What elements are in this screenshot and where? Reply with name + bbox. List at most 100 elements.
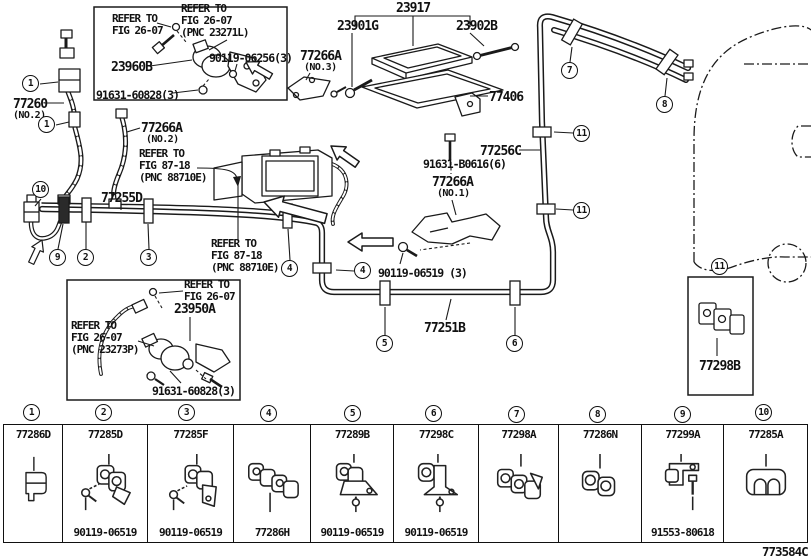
legend-part-label: 77289B bbox=[334, 428, 370, 441]
part-label-77255D: 77255D bbox=[101, 191, 143, 206]
assembly-dashed-lines bbox=[154, 30, 471, 380]
callout-6: 6 bbox=[506, 335, 523, 352]
legend-cell-10: 77285A bbox=[724, 425, 807, 542]
refer-note-fig2607-pnc23273P: REFER TO FIG 26-07 (PNC 23273P) bbox=[71, 319, 139, 356]
leader-lines bbox=[34, 15, 718, 384]
callout-4: 4 bbox=[354, 262, 371, 279]
refer-line: REFER TO bbox=[211, 237, 257, 250]
legend-fastener-label: 90119-06519 bbox=[159, 526, 223, 539]
part-label-23901G: 23901G bbox=[337, 19, 379, 34]
legend-callout-3: 3 bbox=[178, 404, 195, 421]
legend-cell-1: 77286D bbox=[4, 425, 63, 542]
legend-fastener-label: 90119-06519 bbox=[320, 526, 385, 539]
part-label-23917: 23917 bbox=[396, 1, 431, 16]
part-label-77266A-no3: 77266A bbox=[300, 49, 342, 64]
refer-line: FIG 26-07 bbox=[181, 14, 233, 27]
component-shapes bbox=[23, 22, 745, 389]
legend-cell-8: 77286N bbox=[559, 425, 642, 542]
refer-line: FIG 26-07 bbox=[71, 331, 123, 344]
legend-callout-9: 9 bbox=[674, 406, 691, 423]
part-label-77298B: 77298B bbox=[699, 359, 741, 374]
refer-line: FIG 26-07 bbox=[184, 290, 236, 303]
refer-line: FIG 87-18 bbox=[211, 249, 263, 262]
inset-boxes bbox=[66, 6, 754, 401]
part-label-77251B: 77251B bbox=[424, 321, 466, 336]
legend-cell-5: 77289B 90119-06519 bbox=[311, 425, 394, 542]
legend-part-label: 77286D bbox=[15, 428, 51, 441]
direction-arrows bbox=[28, 60, 394, 265]
legend-callout-6: 6 bbox=[425, 405, 442, 422]
part-label-77266A-no2: 77266A bbox=[141, 121, 183, 136]
legend-part-label: 77286H bbox=[254, 526, 290, 539]
part-label-91631-B0616: 91631-B0616(6) bbox=[423, 157, 507, 171]
part-label-77406: 77406 bbox=[489, 90, 524, 105]
legend-cell-2: 77285D 90119-06519 bbox=[63, 425, 148, 542]
legend-cell-3: 77285F 90119-06519 bbox=[148, 425, 234, 542]
refer-note-fig2607-pnc23271L: REFER TO FIG 26-07 (PNC 23271L) bbox=[181, 2, 249, 39]
refer-note-fig8718: REFER TO FIG 87-18 (PNC 88710E) bbox=[211, 237, 279, 274]
clamp-foot-bracket-glyph bbox=[417, 453, 459, 512]
double-clamp-glyph bbox=[581, 453, 616, 496]
legend-part-label: 77298A bbox=[501, 428, 536, 441]
legend-cell-7: 77298A bbox=[479, 425, 559, 542]
refer-note-fig8718: REFER TO FIG 87-18 (PNC 88710E) bbox=[139, 147, 207, 184]
part-note-no1: (NO.1) bbox=[437, 188, 470, 199]
part-label-77266A-no1: 77266A bbox=[432, 175, 474, 190]
triple-clamp-glyph bbox=[496, 453, 543, 499]
legend-callout-1: 1 bbox=[23, 404, 40, 421]
part-label-91631-60828: 91631-60828(3) bbox=[152, 384, 236, 398]
clip-glyph bbox=[25, 456, 47, 501]
dual-tube-clip-glyph bbox=[745, 453, 786, 495]
legend-part-label: 77285D bbox=[87, 428, 123, 441]
callout-4: 4 bbox=[281, 260, 298, 277]
clamp-bracket-with-screw-glyph bbox=[168, 453, 217, 510]
refer-line: REFER TO bbox=[184, 278, 230, 291]
callout-7: 7 bbox=[561, 62, 578, 79]
callout-8: 8 bbox=[656, 96, 673, 113]
legend-callout-10: 10 bbox=[755, 404, 772, 421]
part-label-90119-06519: 90119-06519 (3) bbox=[378, 266, 468, 280]
callout-1: 1 bbox=[38, 116, 55, 133]
clamp-with-screw-glyph bbox=[81, 453, 131, 510]
legend-part-label: 77285A bbox=[748, 428, 783, 441]
legend-callout-2: 2 bbox=[95, 404, 112, 421]
clamp-foot-bracket-glyph bbox=[335, 453, 378, 512]
refer-line: REFER TO bbox=[181, 2, 227, 15]
legend-cell-4: 77286H bbox=[234, 425, 311, 542]
drawing-number: 773584C bbox=[762, 544, 809, 559]
multi-clamp-glyph bbox=[247, 462, 299, 512]
fuel-tank-outline bbox=[693, 25, 811, 283]
callout-11: 11 bbox=[573, 125, 590, 142]
part-label-77260: 77260 bbox=[13, 97, 48, 112]
callout-11: 11 bbox=[573, 202, 590, 219]
refer-note-fig2607: REFER TO FIG 26-07 bbox=[184, 278, 236, 303]
part-note-no2: (NO.2) bbox=[146, 134, 179, 145]
part-note-no2: (NO.2) bbox=[13, 110, 46, 121]
refer-line: REFER TO bbox=[71, 319, 117, 332]
part-note-no3: (NO.3) bbox=[304, 62, 337, 73]
pipe-clamps bbox=[58, 18, 679, 306]
callout-3: 3 bbox=[140, 249, 157, 266]
callout-2: 2 bbox=[77, 249, 94, 266]
refer-line: FIG 87-18 bbox=[139, 159, 191, 172]
refer-line: (PNC 23271L) bbox=[181, 26, 249, 39]
callout-5: 5 bbox=[376, 335, 393, 352]
legend-cell-6: 77298C 90119-06519 bbox=[394, 425, 479, 542]
refer-line: REFER TO bbox=[139, 147, 185, 160]
refer-line: FIG 26-07 bbox=[112, 24, 164, 37]
bracket-with-bolt-glyph bbox=[664, 453, 699, 510]
part-label-91631-60828: 91631-60828(3) bbox=[96, 88, 180, 102]
clamp-legend-table: 77286D 77285D bbox=[3, 424, 808, 543]
legend-fastener-label: 90119-06519 bbox=[73, 526, 138, 539]
part-label-77256C: 77256C bbox=[480, 144, 522, 159]
callout-9: 9 bbox=[49, 249, 66, 266]
refer-line: (PNC 88710E) bbox=[211, 261, 279, 274]
legend-part-label: 77286N bbox=[582, 428, 618, 441]
callout-10: 10 bbox=[32, 181, 49, 198]
legend-callout-8: 8 bbox=[589, 406, 606, 423]
legend-cell-9: 77299A 91553-80618 bbox=[642, 425, 724, 542]
legend-callout-7: 7 bbox=[508, 406, 525, 423]
part-label-23960B: 23960B bbox=[111, 60, 153, 75]
